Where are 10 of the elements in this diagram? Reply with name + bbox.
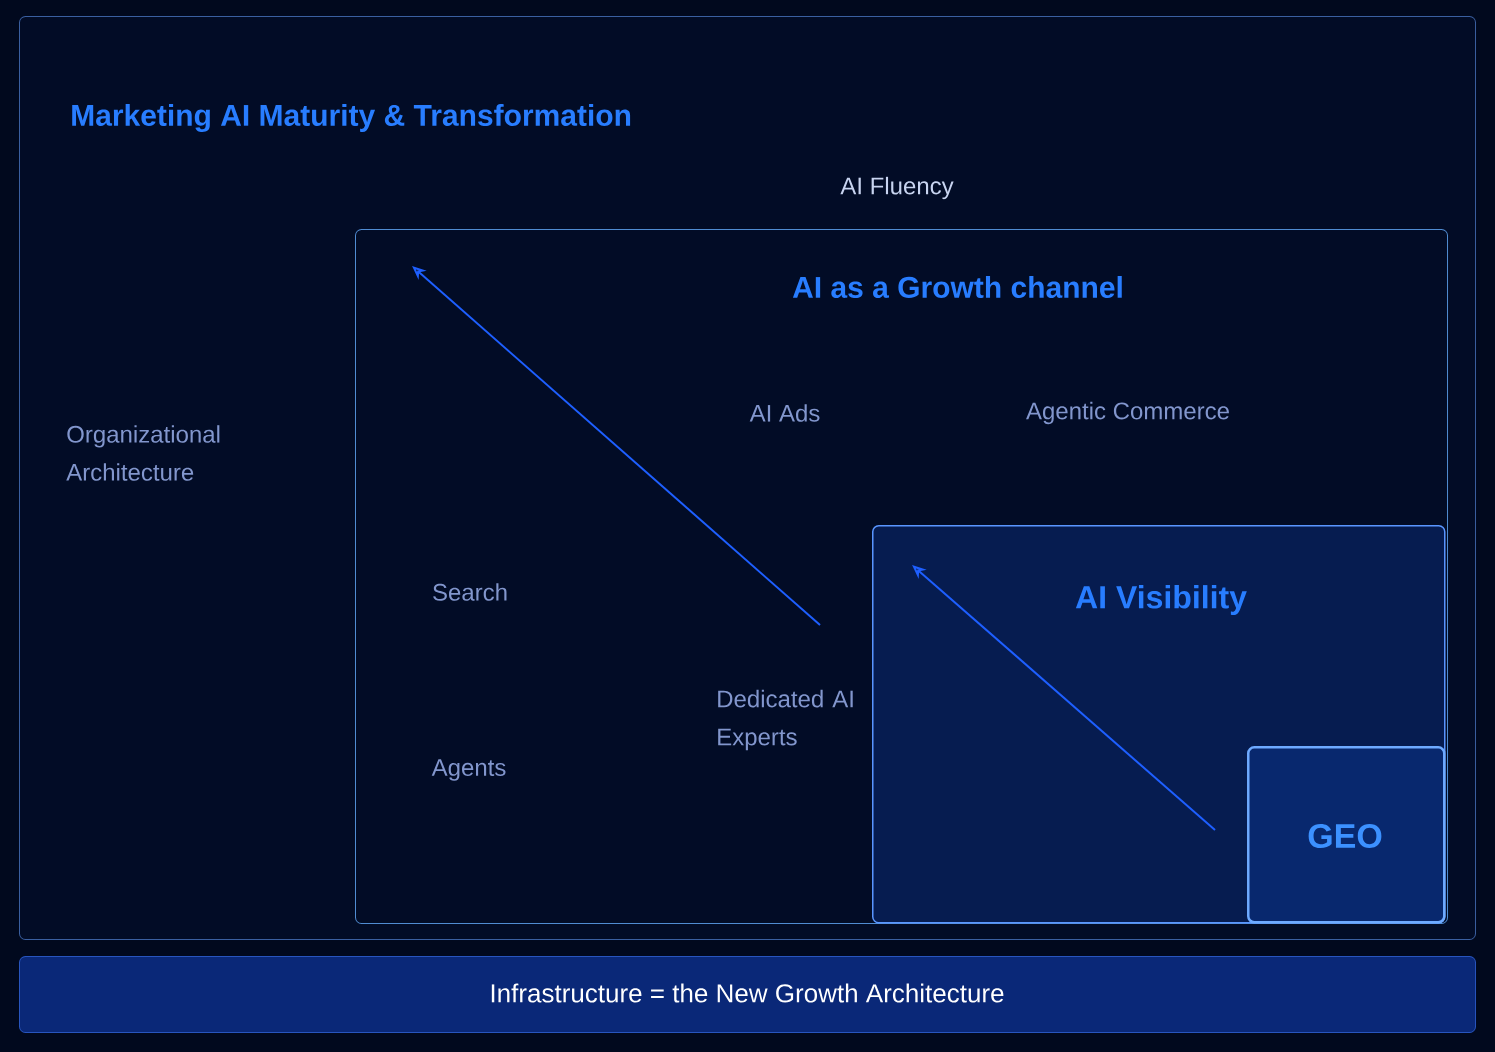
label: Search (433, 583, 507, 601)
banner: Infrastructure = the New Growth Architecture (19, 956, 1476, 1033)
label: Agents (431, 759, 506, 781)
title: Marketing AI Maturity & Transformation (72, 103, 631, 133)
label: AI Fluency (840, 176, 954, 200)
box: GEO (1247, 746, 1446, 924)
label: Agentic Commerce (1026, 401, 1229, 425)
label: AI Ads (749, 404, 820, 422)
label: Dedicated AI Experts (718, 689, 853, 751)
label: Organizational Architecture (66, 425, 220, 481)
